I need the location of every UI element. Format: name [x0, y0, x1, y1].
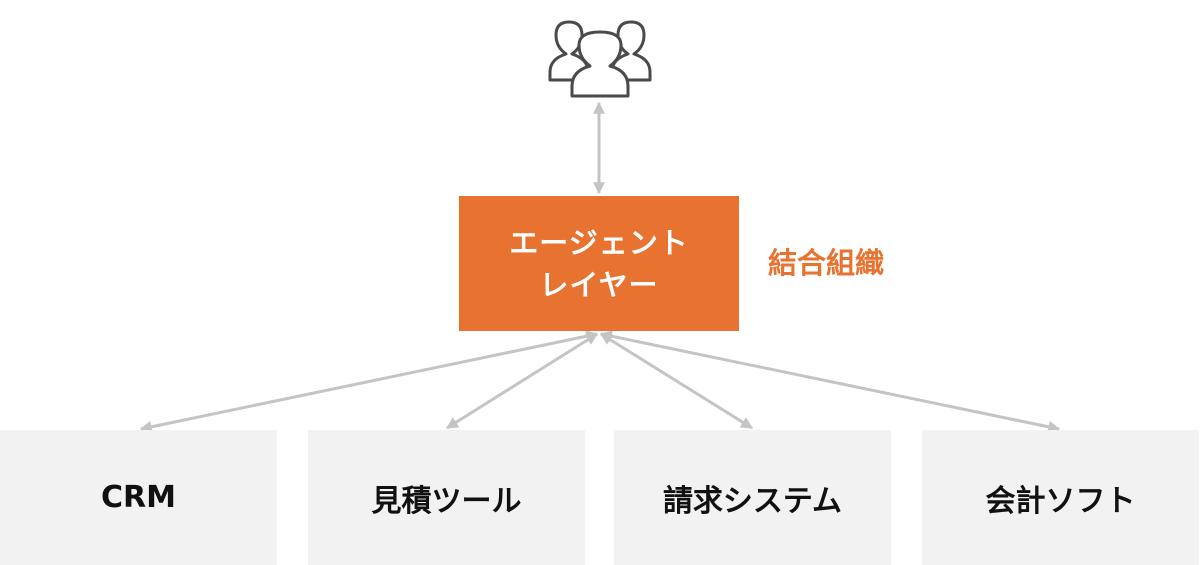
system-box-crm: CRM	[0, 430, 277, 565]
system-label-billing-system: 請求システム	[662, 483, 843, 519]
agent-layer-label-line2: レイヤー	[539, 267, 659, 302]
agent-layer-box: エージェント レイヤー	[459, 196, 739, 331]
system-label-crm: CRM	[101, 480, 176, 515]
arrow-agent-quote-tool	[445, 332, 599, 430]
agent-layer-label-line1: エージェント	[509, 225, 689, 260]
arrow-agent-accounting-software	[599, 330, 1061, 433]
system-box-billing-system: 請求システム	[614, 430, 891, 565]
users-group-icon	[546, 16, 654, 100]
arrow-agent-billing-system	[599, 332, 754, 430]
connective-tissue-label: 結合組織	[768, 246, 885, 280]
arrow-agent-crm	[139, 330, 599, 433]
system-label-accounting-software: 会計ソフト	[985, 483, 1136, 519]
system-box-quote-tool: 見積ツール	[308, 430, 585, 565]
system-box-accounting-software: 会計ソフト	[922, 430, 1199, 565]
system-label-quote-tool: 見積ツール	[371, 483, 522, 519]
